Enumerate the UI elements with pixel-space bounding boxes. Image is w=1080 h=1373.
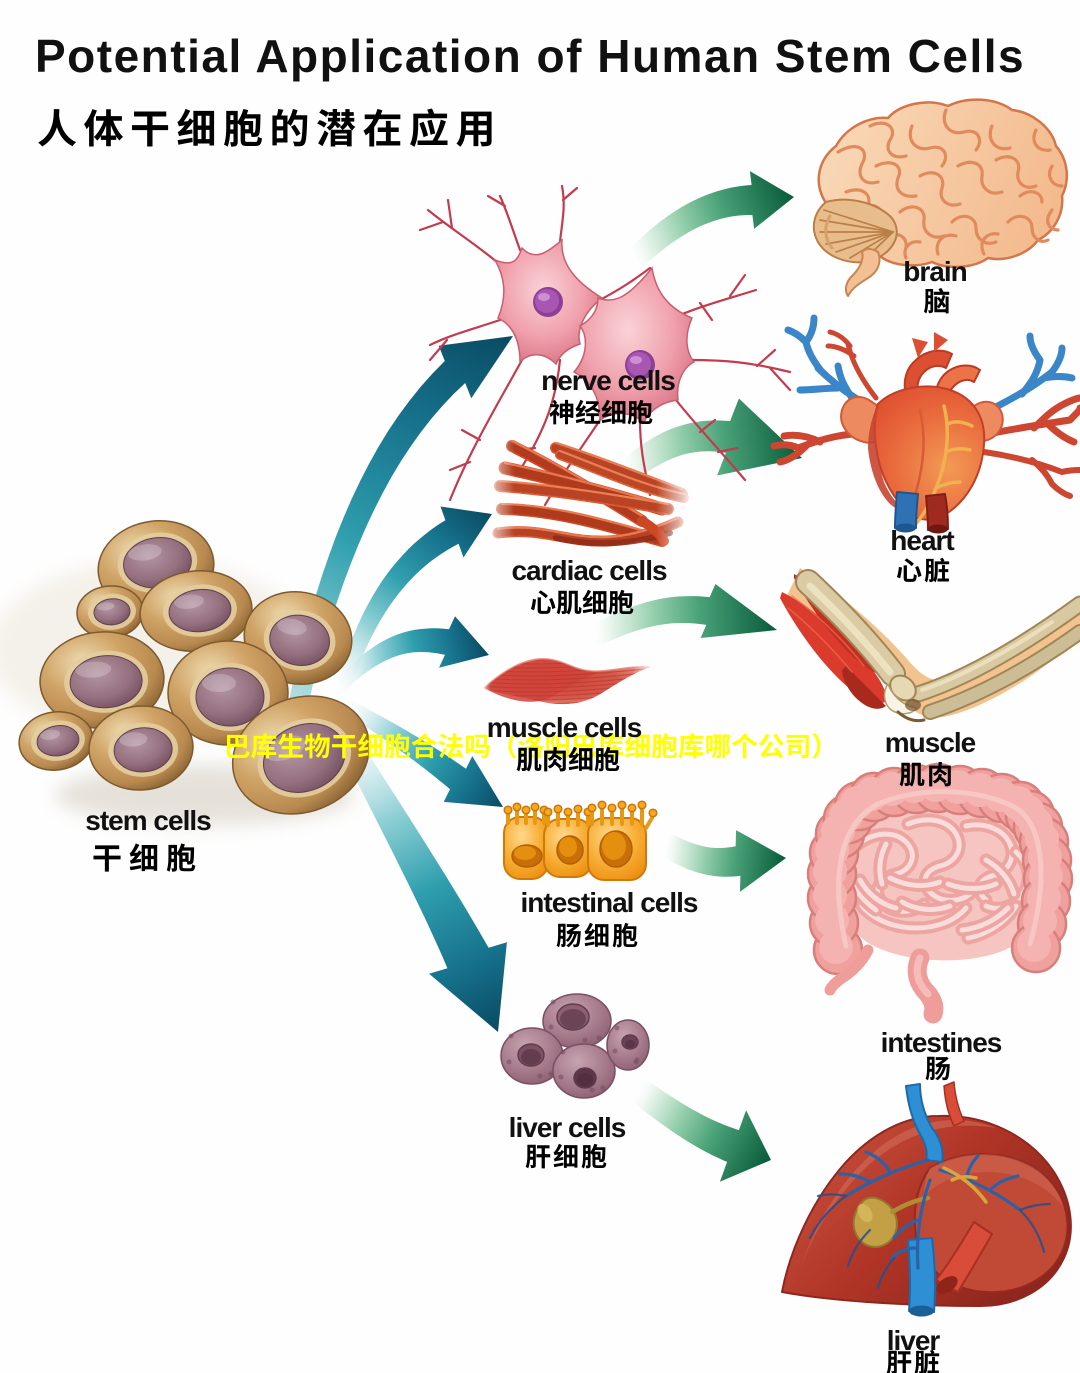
svg-text:stem cells: stem cells: [85, 805, 211, 836]
svg-text:nerve cells: nerve cells: [541, 365, 675, 396]
svg-text:Potential Application of Human: Potential Application of Human Stem Cell…: [35, 30, 1025, 82]
svg-text:brain: brain: [903, 256, 966, 287]
svg-text:heart: heart: [890, 525, 954, 556]
svg-text:liver cells: liver cells: [509, 1112, 626, 1143]
svg-text:muscle cells: muscle cells: [487, 712, 642, 743]
svg-text:muscle: muscle: [885, 727, 976, 758]
svg-text:intestines: intestines: [881, 1027, 1002, 1058]
svg-text:intestinal cells: intestinal cells: [521, 887, 698, 918]
svg-text:cardiac cells: cardiac cells: [511, 555, 667, 586]
